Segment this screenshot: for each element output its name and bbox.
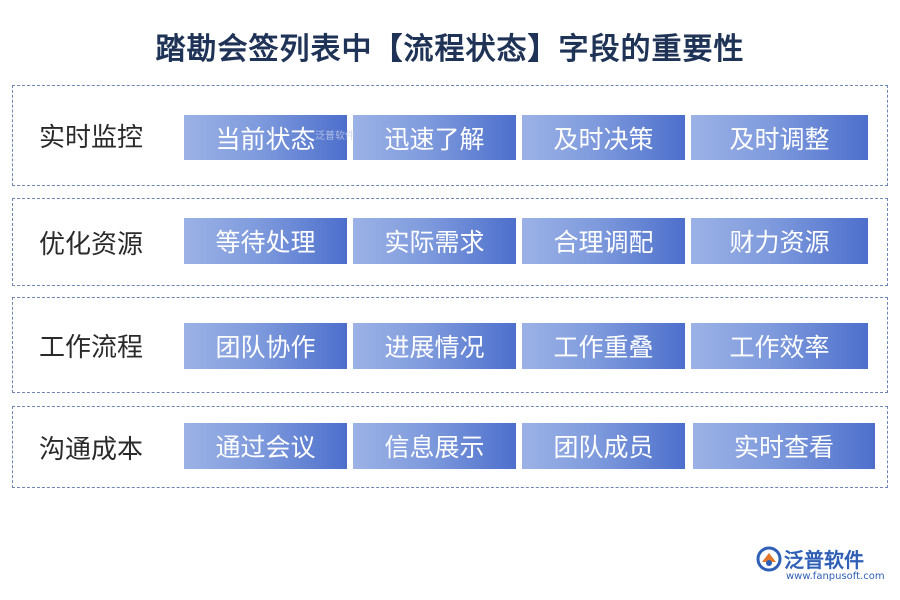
logo-icon — [756, 546, 782, 572]
row-optimize-resources: 优化资源 — [12, 198, 888, 286]
chip-item: 工作效率 — [691, 323, 868, 369]
row-realtime-monitoring: 实时监控 — [12, 85, 888, 186]
chip-item: 团队成员 — [522, 423, 685, 469]
chip-item: 通过会议 — [184, 423, 347, 469]
chip-item: 等待处理 — [184, 218, 347, 264]
chip-item: 进展情况 — [353, 323, 516, 369]
chip-item: 合理调配 — [522, 218, 685, 264]
row-label: 优化资源 — [39, 229, 144, 260]
watermark: 泛普软件 — [315, 131, 355, 142]
brand-logo: 泛普软件 www.fanpusoft.com — [756, 544, 886, 588]
row-communication-cost: 沟通成本 — [12, 406, 888, 488]
chip-item: 实际需求 — [353, 218, 516, 264]
chip-item: 信息展示 — [353, 423, 516, 469]
logo-name: 泛普软件 — [784, 548, 864, 572]
chip-item: 迅速了解 — [353, 115, 516, 160]
row-label: 沟通成本 — [39, 434, 144, 465]
logo-url: www.fanpusoft.com — [786, 571, 885, 582]
row-label: 工作流程 — [39, 332, 144, 363]
chip-item: 及时调整 — [691, 115, 868, 160]
chip-item: 当前状态 — [184, 115, 347, 160]
row-label: 实时监控 — [39, 123, 144, 153]
chip-item: 工作重叠 — [522, 323, 685, 369]
row-workflow: 工作流程 — [12, 297, 888, 393]
chip-item: 及时决策 — [522, 115, 685, 160]
chip-item: 团队协作 — [184, 323, 347, 369]
chip-item: 财力资源 — [691, 218, 868, 264]
page-title: 踏勘会签列表中【流程状态】字段的重要性 — [155, 32, 745, 67]
chip-item: 实时查看 — [693, 423, 875, 469]
